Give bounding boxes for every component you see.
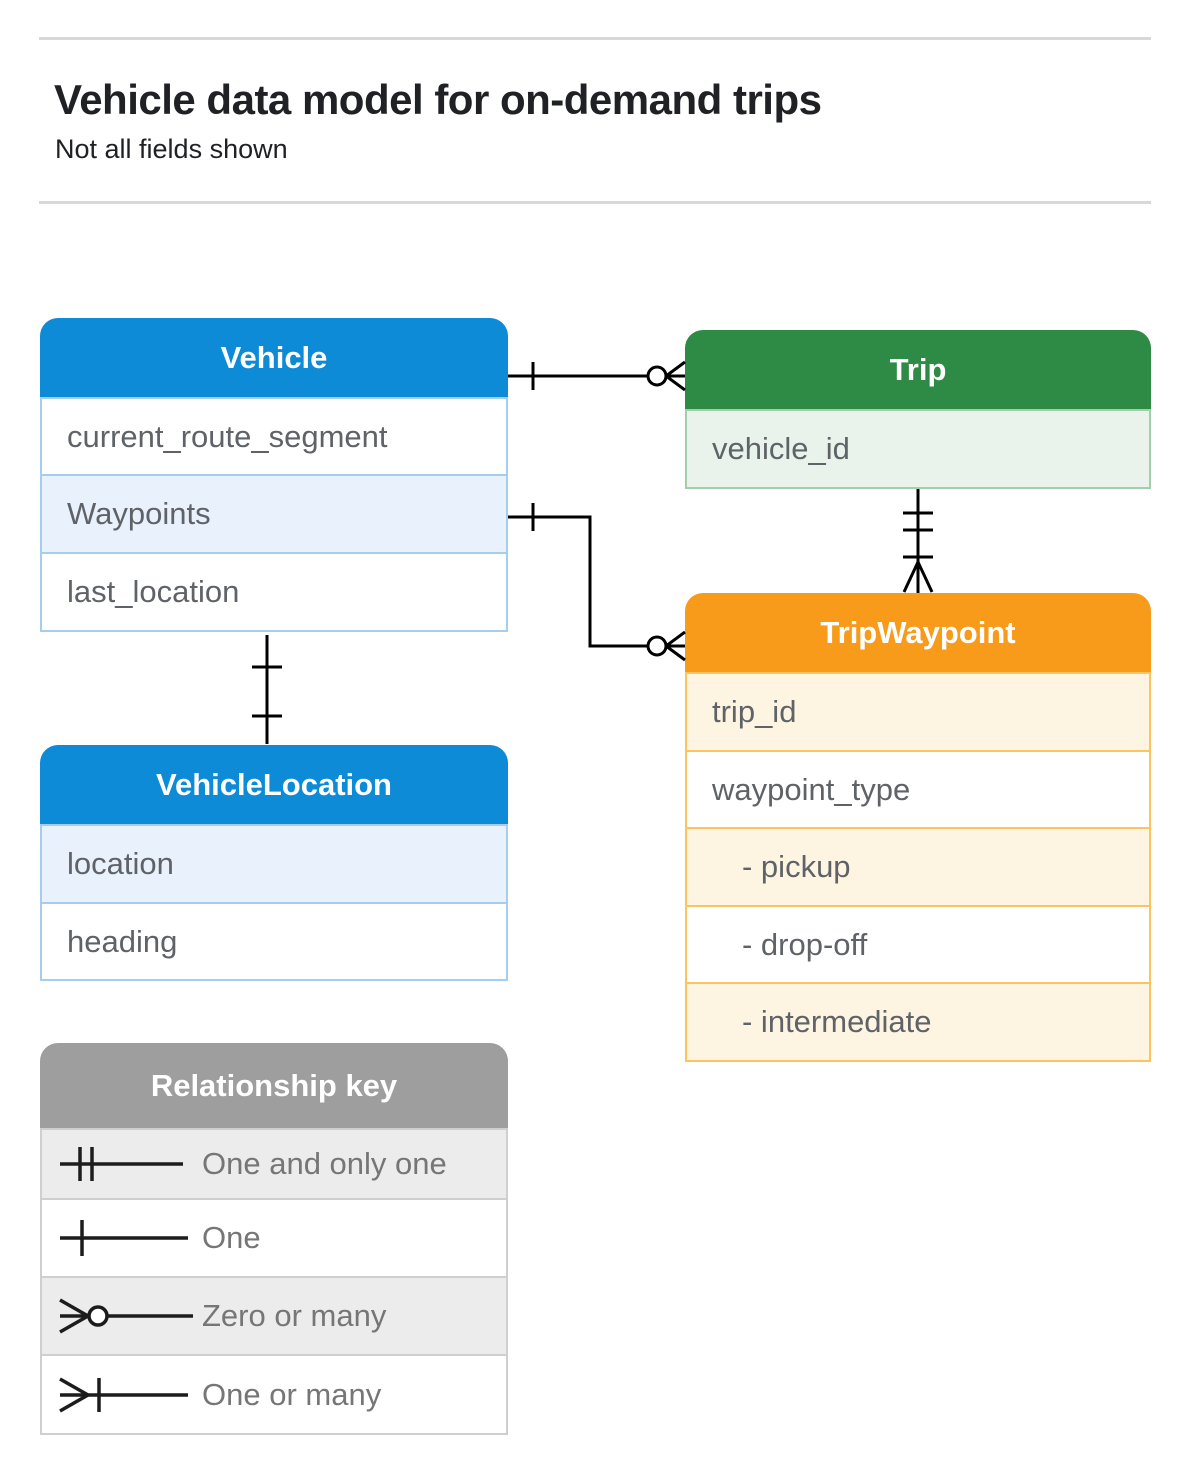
legend-item-zero-or-many: Zero or many <box>40 1276 508 1356</box>
relationship-key-title: Relationship key <box>40 1043 508 1128</box>
legend-item-one-and-only-one: One and only one <box>40 1128 508 1200</box>
field-waypoint-type-drop-off: - drop-off <box>685 905 1151 984</box>
entity-vehicle-location: VehicleLocation location heading <box>40 745 508 981</box>
one-or-many-icon <box>59 1376 188 1413</box>
entity-trip-waypoint-title: TripWaypoint <box>685 593 1151 672</box>
entity-trip: Trip vehicle_id <box>685 330 1151 489</box>
entity-trip-waypoint: TripWaypoint trip_id waypoint_type - pic… <box>685 593 1151 1062</box>
header-divider <box>39 201 1151 204</box>
field-waypoint-type: waypoint_type <box>685 750 1151 829</box>
page-title: Vehicle data model for on-demand trips <box>54 76 822 123</box>
field-waypoint-type-pickup: - pickup <box>685 827 1151 907</box>
top-divider <box>39 37 1151 40</box>
field-trip-id: trip_id <box>685 672 1151 752</box>
legend-label: Zero or many <box>202 1298 387 1333</box>
entity-trip-title: Trip <box>685 330 1151 409</box>
field-vehicle-id: vehicle_id <box>685 409 1151 489</box>
page-subtitle: Not all fields shown <box>55 134 288 164</box>
field-location: location <box>40 824 508 904</box>
connector-trip-tripwaypoint <box>902 489 934 593</box>
legend-label: One and only one <box>202 1146 447 1181</box>
zero-or-many-icon <box>59 1298 193 1334</box>
connector-vehicle-vehiclelocation <box>252 635 282 744</box>
legend-label: One or many <box>202 1376 382 1412</box>
one-icon <box>60 1220 188 1256</box>
connector-waypoints-tripwaypoint <box>508 503 686 662</box>
field-heading: heading <box>40 902 508 981</box>
entity-vehicle-location-title: VehicleLocation <box>40 745 508 824</box>
one-and-only-one-icon <box>60 1147 183 1181</box>
field-waypoints: Waypoints <box>40 474 508 554</box>
field-current-route-segment: current_route_segment <box>40 397 508 476</box>
legend-label: One <box>202 1220 261 1255</box>
legend-item-one: One <box>40 1198 508 1278</box>
field-waypoint-type-intermediate: - intermediate <box>685 982 1151 1062</box>
entity-vehicle: Vehicle current_route_segment Waypoints … <box>40 318 508 632</box>
entity-vehicle-title: Vehicle <box>40 318 508 397</box>
relationship-key: Relationship key One and only one One Ze… <box>40 1043 508 1435</box>
field-last-location: last_location <box>40 552 508 632</box>
connector-vehicle-trip <box>508 360 686 392</box>
legend-item-one-or-many: One or many <box>40 1354 508 1435</box>
